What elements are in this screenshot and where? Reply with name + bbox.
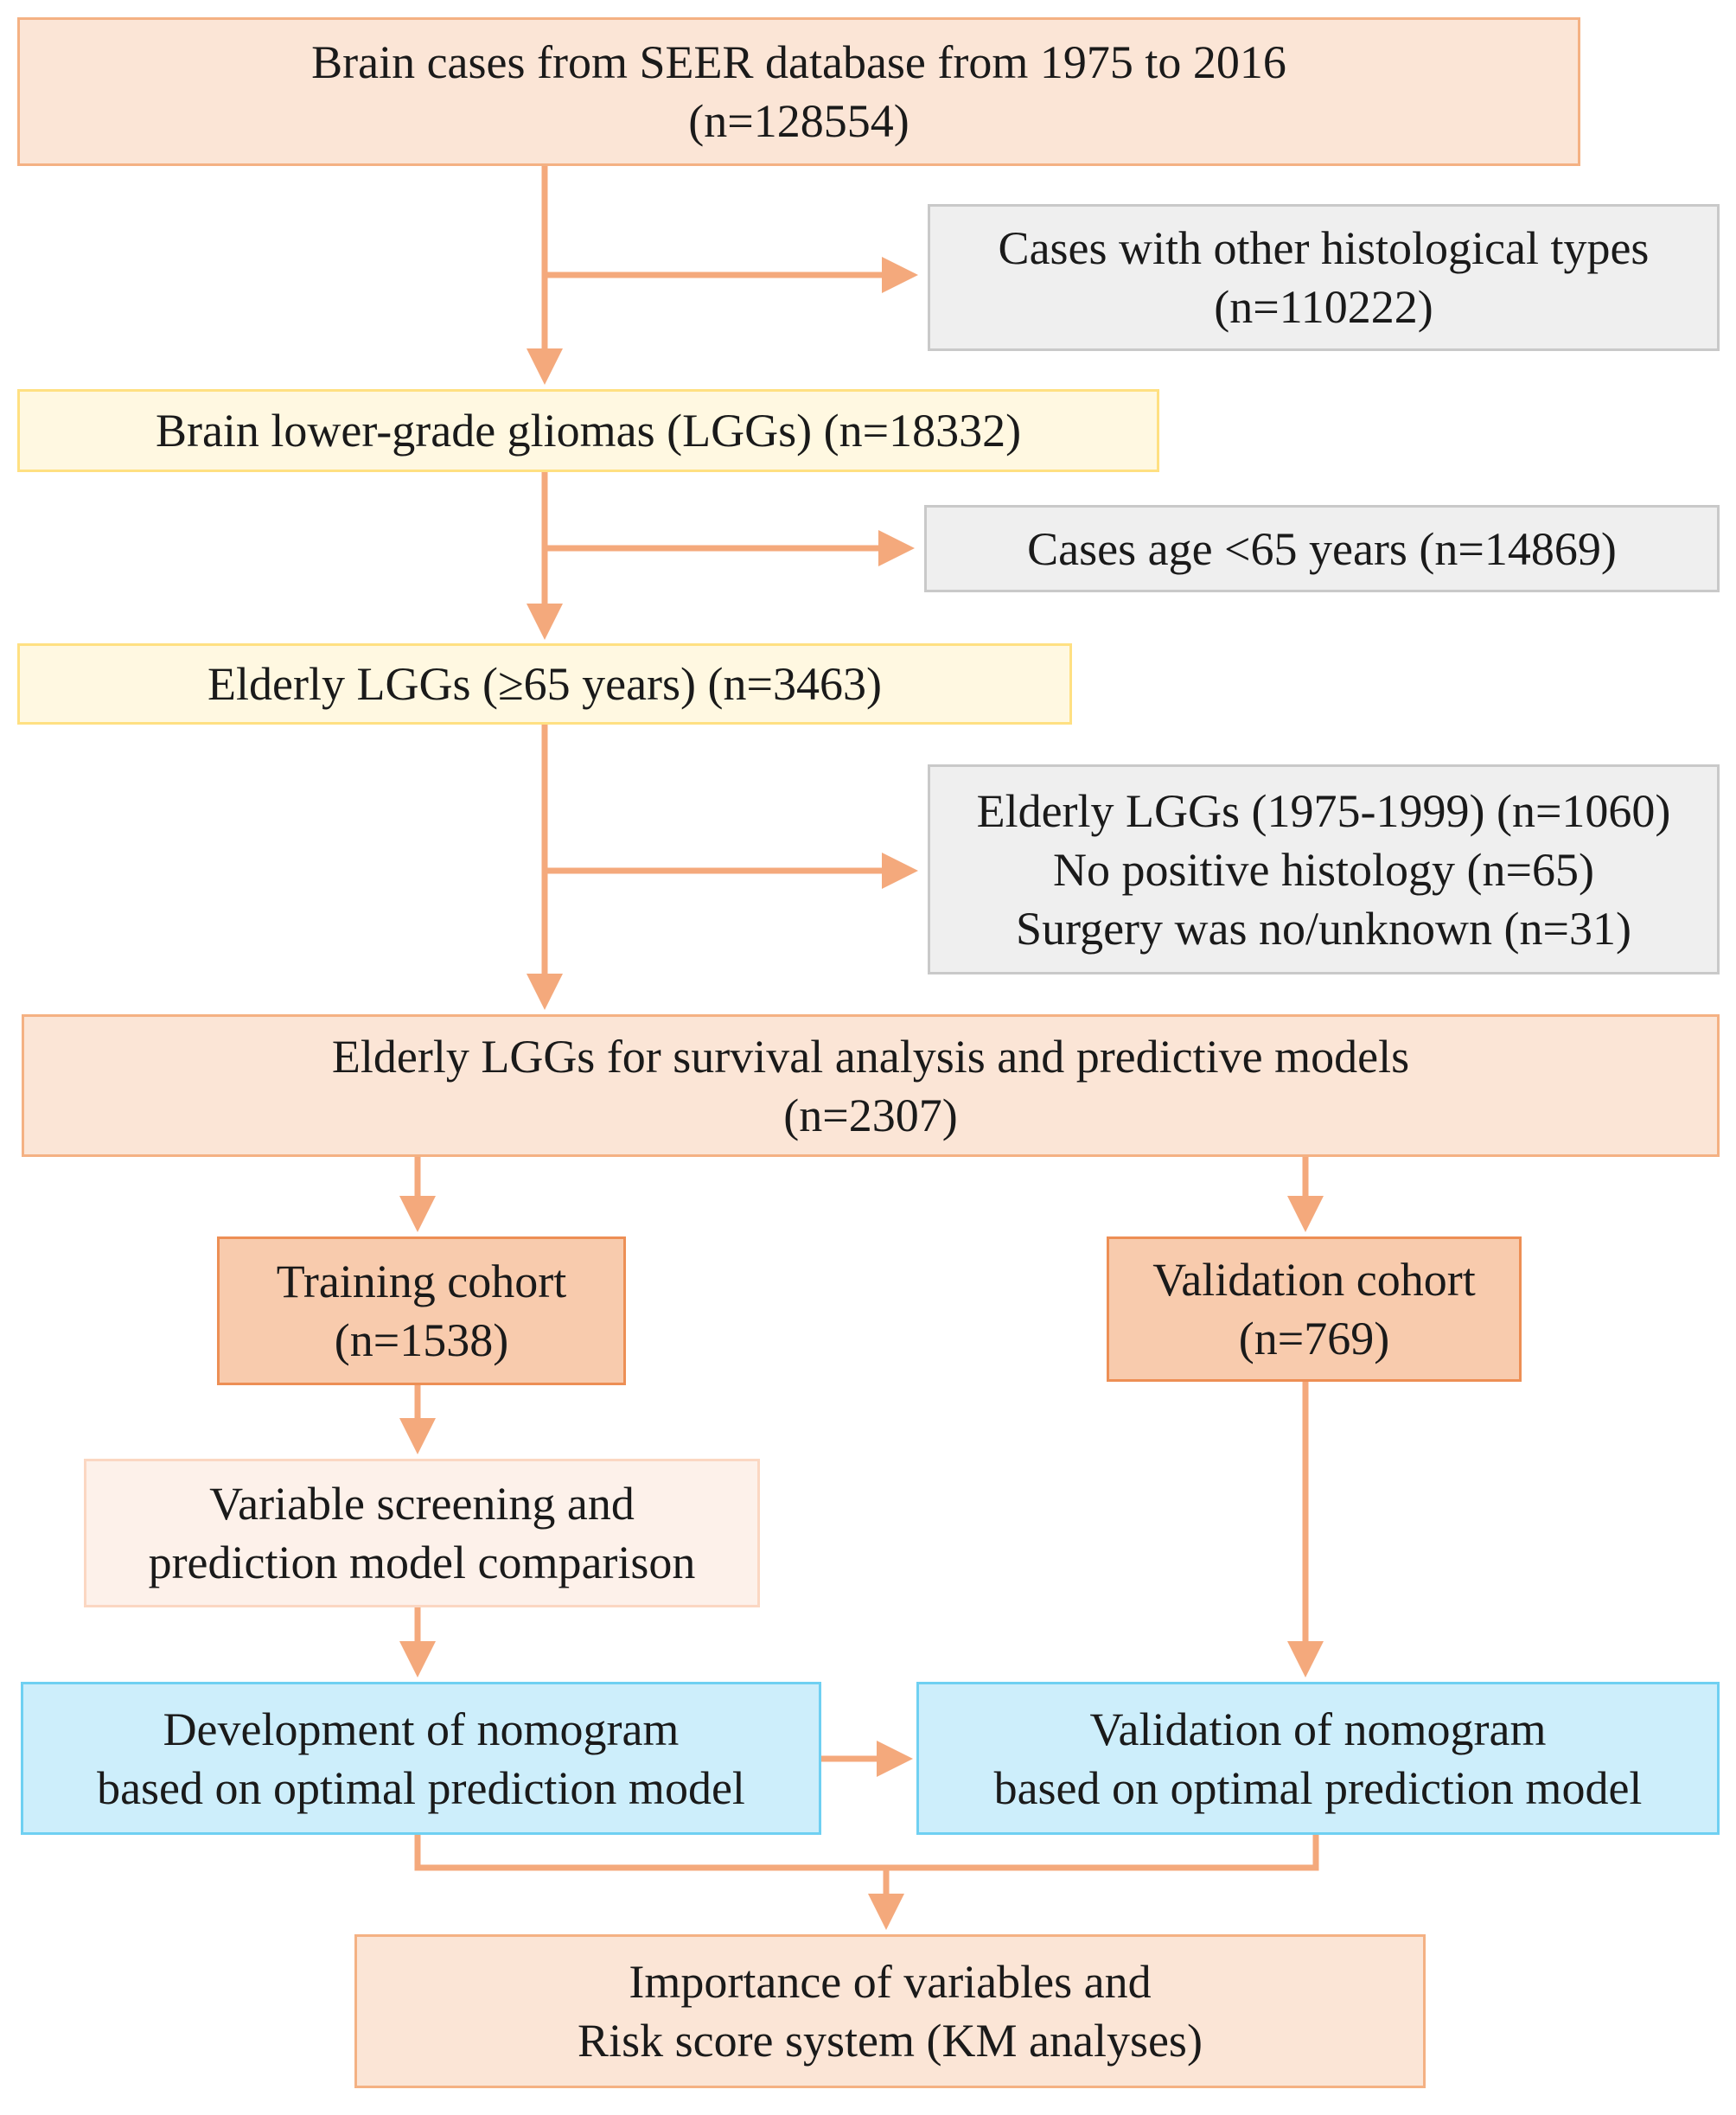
final-cohort-count: (n=2307) <box>783 1089 958 1141</box>
merge-connector <box>414 1835 1319 1871</box>
excluded-other-box: Elderly LGGs (1975-1999) (n=1060) No pos… <box>928 764 1720 974</box>
seer-cases-title: Brain cases from SEER database from 1975… <box>311 36 1286 88</box>
variable-screening-box: Variable screening and prediction model … <box>84 1459 760 1607</box>
seer-cases-box: Brain cases from SEER database from 1975… <box>17 17 1580 166</box>
training-cohort-label: Training cohort <box>276 1256 567 1307</box>
validation-cohort-label: Validation cohort <box>1152 1254 1476 1306</box>
risk-score-line1: Importance of variables and <box>629 1956 1152 2008</box>
lgg-label: Brain lower-grade gliomas (LGGs) (n=1833… <box>155 405 1022 457</box>
final-cohort-box: Elderly LGGs for survival analysis and p… <box>22 1014 1720 1157</box>
risk-score-line2: Risk score system (KM analyses) <box>578 2015 1203 2067</box>
elderly-lgg-box: Elderly LGGs (≥65 years) (n=3463) <box>17 643 1072 725</box>
validation-cohort-box: Validation cohort (n=769) <box>1107 1236 1522 1382</box>
excluded-histology-label: Cases with other histological types <box>998 222 1650 274</box>
variable-screening-line1: Variable screening and <box>209 1478 635 1530</box>
training-cohort-box: Training cohort (n=1538) <box>217 1236 626 1385</box>
excluded-surgery-label: Surgery was no/unknown (n=31) <box>1016 902 1631 955</box>
nomogram-development-line1: Development of nomogram <box>163 1703 680 1755</box>
excluded-histology-negative-label: No positive histology (n=65) <box>1053 843 1594 896</box>
nomogram-development-box: Development of nomogram based on optimal… <box>21 1682 821 1835</box>
nomogram-validation-line1: Validation of nomogram <box>1089 1703 1547 1755</box>
training-cohort-count: (n=1538) <box>334 1314 509 1366</box>
excluded-age-label: Cases age <65 years (n=14869) <box>1027 522 1617 575</box>
nomogram-development-line2: based on optimal prediction model <box>97 1761 745 1814</box>
excluded-histology-count: (n=110222) <box>1214 281 1433 333</box>
nomogram-validation-line2: based on optimal prediction model <box>993 1761 1643 1814</box>
risk-score-box: Importance of variables and Risk score s… <box>354 1934 1426 2088</box>
final-cohort-label: Elderly LGGs for survival analysis and p… <box>331 1030 1410 1083</box>
lgg-box: Brain lower-grade gliomas (LGGs) (n=1833… <box>17 389 1159 472</box>
elderly-lgg-label: Elderly LGGs (≥65 years) (n=3463) <box>207 658 882 710</box>
variable-screening-line2: prediction model comparison <box>148 1537 696 1588</box>
validation-cohort-count: (n=769) <box>1238 1313 1390 1364</box>
excluded-age-box: Cases age <65 years (n=14869) <box>924 505 1720 592</box>
seer-cases-count: (n=128554) <box>688 95 909 147</box>
excluded-histology-box: Cases with other histological types (n=1… <box>928 204 1720 351</box>
excluded-period-label: Elderly LGGs (1975-1999) (n=1060) <box>976 784 1671 837</box>
nomogram-validation-box: Validation of nomogram based on optimal … <box>916 1682 1720 1835</box>
